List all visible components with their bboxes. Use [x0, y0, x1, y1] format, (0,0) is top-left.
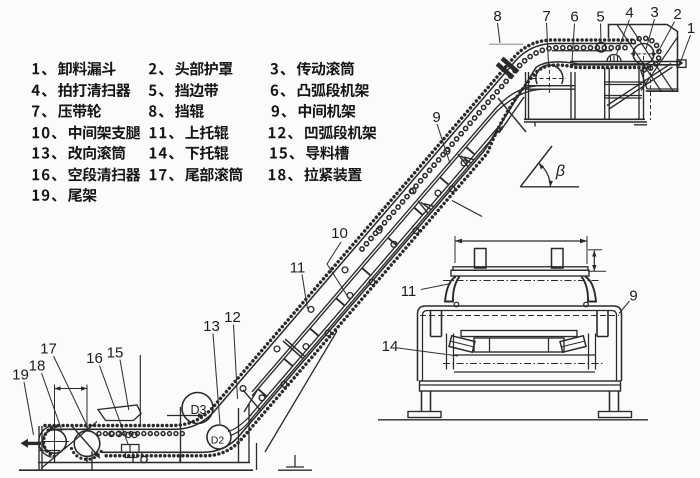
svg-text:16: 16 [86, 350, 103, 367]
svg-text:D2: D2 [211, 435, 225, 447]
svg-text:3: 3 [650, 4, 658, 21]
svg-text:13: 13 [203, 318, 220, 335]
svg-text:10: 10 [331, 225, 348, 242]
svg-text:9: 9 [432, 109, 440, 126]
svg-text:5: 5 [596, 9, 604, 26]
svg-text:β: β [555, 163, 565, 180]
svg-text:17: 17 [40, 341, 57, 358]
svg-text:15: 15 [107, 345, 124, 362]
svg-text:7: 7 [542, 8, 550, 25]
svg-text:12: 12 [224, 309, 241, 326]
svg-text:4: 4 [625, 5, 633, 22]
svg-text:2: 2 [673, 6, 681, 23]
svg-text:6: 6 [570, 9, 578, 26]
svg-text:1: 1 [687, 20, 695, 37]
svg-text:11: 11 [290, 260, 306, 277]
svg-text:D3: D3 [191, 403, 207, 417]
svg-text:14: 14 [382, 338, 399, 355]
svg-text:9: 9 [629, 288, 637, 305]
svg-text:11: 11 [401, 283, 417, 300]
svg-text:8: 8 [493, 8, 501, 25]
svg-text:18: 18 [29, 358, 46, 375]
svg-text:19: 19 [12, 367, 29, 384]
